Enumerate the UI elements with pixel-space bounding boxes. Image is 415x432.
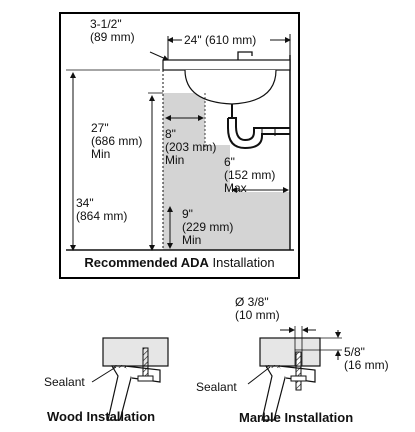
marble-caption: Marble Installation (239, 410, 354, 425)
p-trap (228, 104, 290, 142)
countertop (162, 59, 291, 71)
marble-depth-dim: 5/8"(16 mm) (344, 345, 389, 372)
dim-9: 9"(229 mm)Min (182, 207, 234, 247)
dim-3-1-2: 3-1/2"(89 mm) (90, 17, 135, 44)
wood-installation-drawing (91, 337, 169, 421)
knee-clearance-area (163, 93, 290, 250)
marble-sealant-label: Sealant (196, 380, 237, 394)
marble-hole-dim: Ø 3/8"(10 mm) (235, 295, 280, 322)
ada-frame (59, 12, 300, 279)
marble-installation-drawing (247, 326, 342, 421)
wood-sealant-label: Sealant (44, 375, 85, 389)
dim-8: 8"(203 mm)Min (165, 127, 217, 167)
dim-34: 34"(864 mm) (76, 196, 128, 223)
dim-27: 27"(686 mm)Min (91, 121, 143, 161)
wood-caption: Wood Installation (47, 409, 156, 424)
dim-6: 6"(152 mm)Max (224, 155, 276, 195)
ada-caption: Recommended ADA Installation (84, 255, 275, 270)
dim-24: 24" (610 mm) (184, 33, 257, 47)
